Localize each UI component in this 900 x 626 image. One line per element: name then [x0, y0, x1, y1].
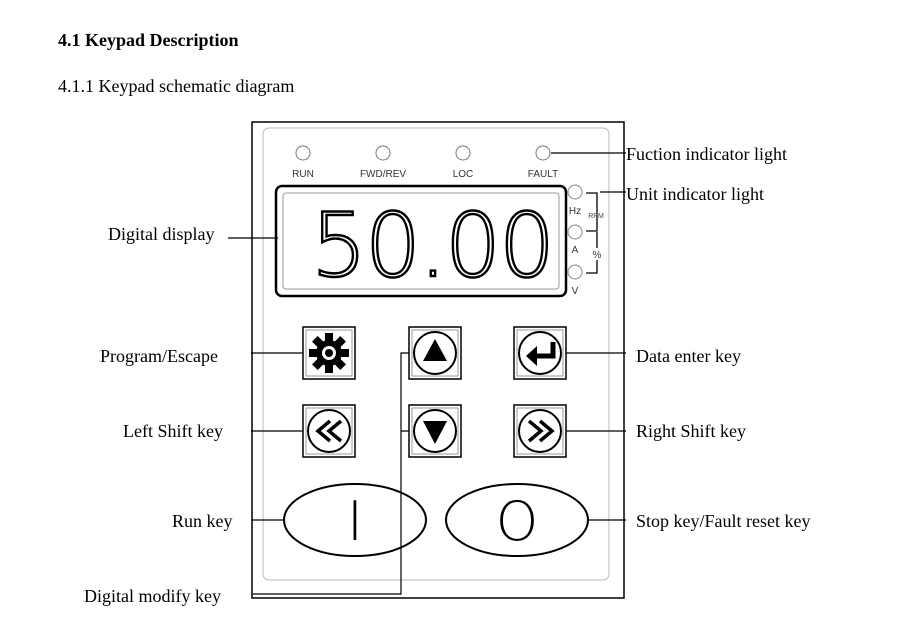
- run-indicator-led: [295, 145, 311, 161]
- rpm-unit-label: RPM: [588, 213, 604, 220]
- left-shift-label: Left Shift key: [123, 421, 223, 441]
- run-key: I: [283, 483, 427, 557]
- digital-modify-label: Digital modify key: [84, 586, 221, 606]
- down-key: [408, 404, 462, 458]
- section-heading: 4.1 Keypad Description: [58, 30, 239, 50]
- gear-icon: [309, 333, 349, 373]
- a-unit-label: A: [572, 245, 579, 256]
- loc-indicator-led: [455, 145, 471, 161]
- right-shift-key: [513, 404, 567, 458]
- up-key: [408, 326, 462, 380]
- hz-unit-label: Hz: [569, 206, 581, 217]
- leader-lines: [228, 152, 626, 595]
- loc-indicator-label: LOC: [453, 169, 474, 180]
- run-key-symbol: I: [347, 490, 363, 553]
- program-escape-key: [302, 326, 356, 380]
- unit-indicator-label: Unit indicator light: [626, 184, 764, 204]
- double-chevron-right-icon: [527, 419, 555, 443]
- v-unit-label: V: [572, 286, 579, 297]
- fwd-rev-indicator-label: FWD/REV: [360, 169, 406, 180]
- unit-bracket: [586, 192, 598, 274]
- run-indicator-label: RUN: [292, 169, 314, 180]
- fault-indicator-led: [535, 145, 551, 161]
- digital-modify-leader: [253, 352, 409, 595]
- arrow-up-icon: [423, 339, 447, 361]
- v-unit-led: [567, 264, 583, 280]
- function-indicator-label: Fuction indicator light: [626, 144, 787, 164]
- stop-key-symbol: O: [496, 490, 539, 553]
- digital-display-label: Digital display: [108, 224, 215, 244]
- program-escape-label: Program/Escape: [100, 346, 218, 366]
- section-subheading: 4.1.1 Keypad schematic diagram: [58, 76, 295, 96]
- data-enter-key: [513, 326, 567, 380]
- enter-arrow-icon: [526, 342, 556, 366]
- stop-key-label: Stop key/Fault reset key: [636, 511, 811, 531]
- hz-unit-led: [567, 184, 583, 200]
- run-key-label: Run key: [172, 511, 233, 531]
- double-chevron-left-icon: [315, 419, 343, 443]
- arrow-down-icon: [423, 421, 447, 444]
- fwd-rev-indicator-led: [375, 145, 391, 161]
- right-shift-label: Right Shift key: [636, 421, 747, 441]
- fault-indicator-label: FAULT: [528, 169, 558, 180]
- display-readout: 50.00: [311, 194, 553, 297]
- a-unit-led: [567, 224, 583, 240]
- stop-key: O: [445, 483, 589, 557]
- left-shift-key: [302, 404, 356, 458]
- data-enter-label: Data enter key: [636, 346, 741, 366]
- percent-unit-label: %: [593, 250, 602, 261]
